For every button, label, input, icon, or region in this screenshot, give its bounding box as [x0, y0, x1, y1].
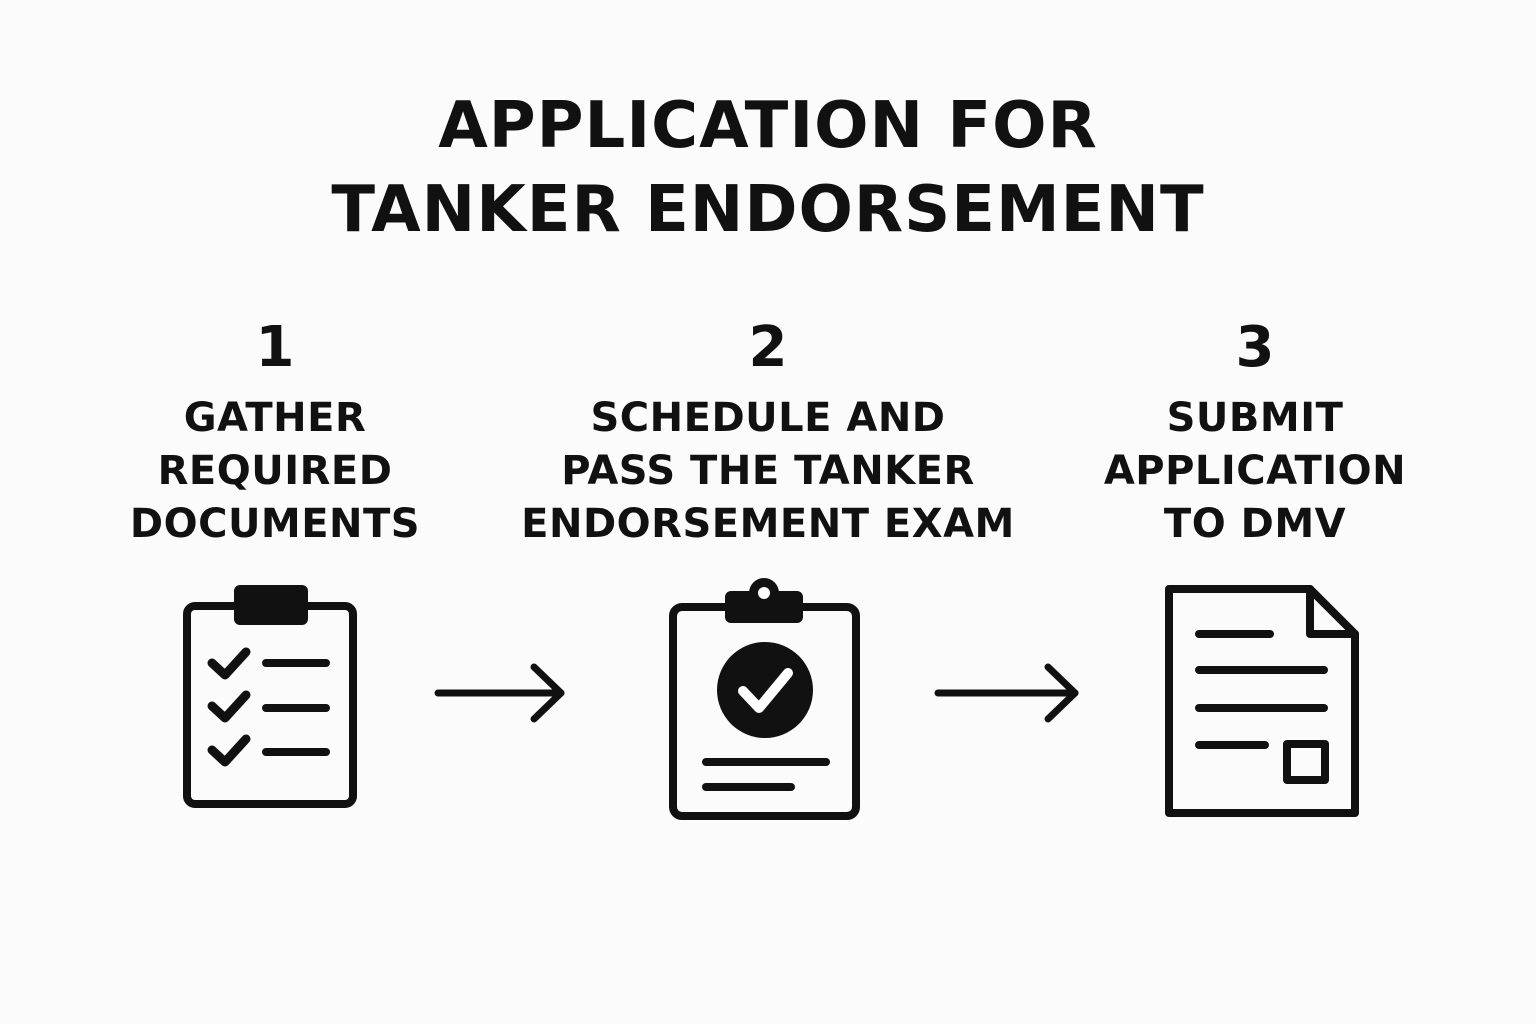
- diagram-title-line-2: TANKER ENDORSEMENT: [331, 173, 1205, 247]
- step-number: 1: [255, 315, 295, 380]
- step-3: 3 SUBMIT APPLICATION TO DMV: [1080, 318, 1430, 551]
- right-arrow-icon: [934, 663, 1079, 723]
- step-1: 1 GATHER REQUIRED DOCUMENTS: [95, 318, 455, 551]
- step-label-line: APPLICATION: [1103, 448, 1407, 494]
- step-label-line: GATHER: [183, 395, 367, 441]
- application-document-icon: [1165, 585, 1359, 817]
- right-arrow-icon: [434, 663, 565, 723]
- step-number: 3: [1235, 315, 1275, 380]
- step-label-line: SUBMIT: [1166, 395, 1344, 441]
- checklist-clipboard-icon: [183, 585, 357, 808]
- step-number: 2: [748, 315, 788, 380]
- step-label-line: PASS THE TANKER: [561, 448, 975, 494]
- diagram-title-line-1: APPLICATION FOR: [438, 89, 1098, 163]
- step-label-line: TO DMV: [1163, 501, 1347, 547]
- exam-clipboard-check-icon: [669, 578, 860, 820]
- step-label-line: DOCUMENTS: [129, 501, 421, 547]
- step-label-line: ENDORSEMENT EXAM: [521, 501, 1015, 547]
- step-label-line: REQUIRED: [157, 448, 393, 494]
- step-2: 2 SCHEDULE AND PASS THE TANKER ENDORSEME…: [508, 318, 1028, 551]
- step-label-line: SCHEDULE AND: [590, 395, 946, 441]
